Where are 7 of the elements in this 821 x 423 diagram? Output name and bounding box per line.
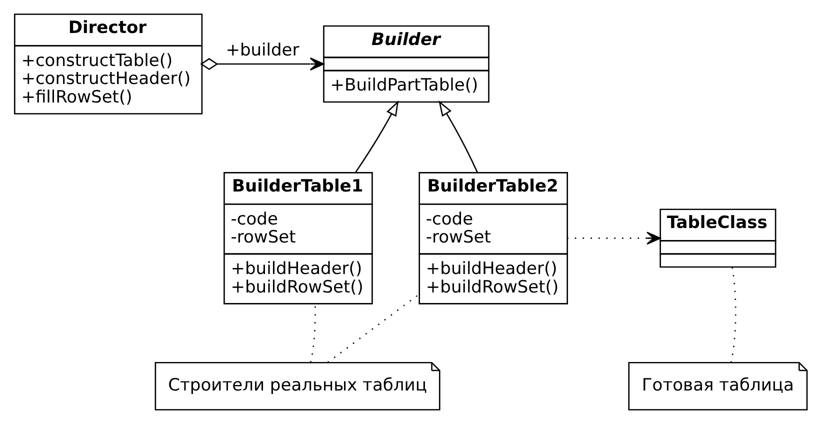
connector [327, 294, 419, 362]
arrow [438, 100, 478, 172]
edge-label: +builder [226, 40, 300, 60]
connector [730, 266, 736, 362]
arrow [355, 100, 399, 172]
arrow [567, 231, 661, 244]
arrow [200, 56, 324, 70]
